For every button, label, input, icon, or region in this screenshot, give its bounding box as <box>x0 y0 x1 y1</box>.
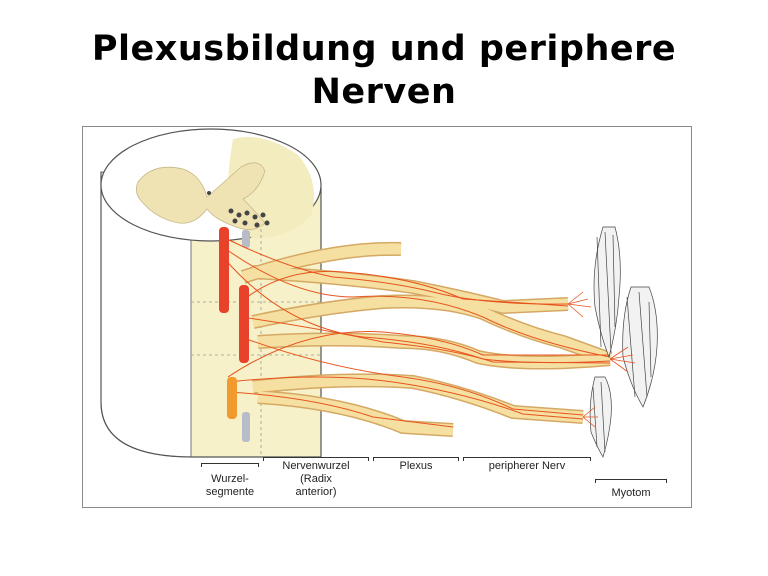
label-peripherer-nerv: peripherer Nerv <box>488 460 566 472</box>
segment-column-1 <box>219 227 229 313</box>
slide-title-line-2: Nerven <box>311 72 457 112</box>
plexus-diagram: Wurzel- segmente Nervenwurzel (Radix ant… <box>82 126 692 508</box>
muscles <box>589 226 658 458</box>
label-nervenwurzel-line-3: anterior) <box>295 486 337 498</box>
label-wurzelsegmente-line-2: segmente <box>205 486 255 498</box>
spinal-cord <box>100 128 322 458</box>
label-nervenwurzel-line-1: Nervenwurzel <box>282 460 350 472</box>
slide-title-line-1: Plexusbildung und periphere <box>91 29 677 69</box>
label-plexus: Plexus <box>399 460 433 472</box>
bracket-nervenwurzel <box>263 457 369 461</box>
label-wurzelsegmente: Wurzel- segmente <box>193 473 267 499</box>
label-nervenwurzel-line-2: (Radix <box>300 473 332 485</box>
label-myotom: Myotom <box>611 487 651 499</box>
segment-column-2 <box>239 285 249 363</box>
bracket-plexus <box>373 457 459 461</box>
bracket-wurzelsegmente <box>201 463 259 467</box>
plexus-illustration <box>100 128 658 458</box>
segment-column-3 <box>227 377 237 419</box>
bracket-myotom <box>595 479 667 483</box>
label-nervenwurzel: Nervenwurzel (Radix anterior) <box>263 460 369 499</box>
motor-neuron-dots <box>207 191 270 228</box>
bracket-peripherer-nerv <box>463 457 591 461</box>
nerve-fibers <box>222 236 611 428</box>
slide-title: Plexusbildung und periphere Nerven <box>0 28 768 114</box>
label-wurzelsegmente-line-1: Wurzel- <box>211 473 249 485</box>
